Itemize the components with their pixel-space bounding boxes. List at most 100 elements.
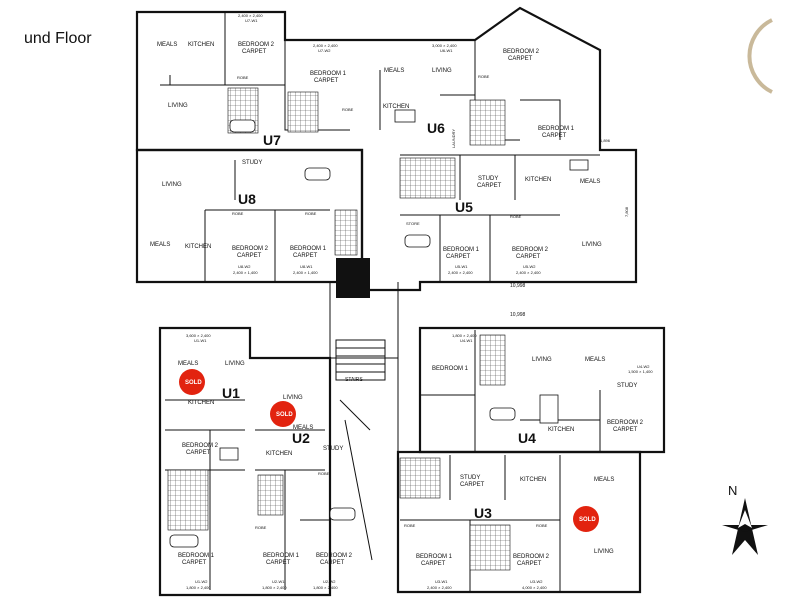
unit-label: U6 xyxy=(427,120,445,136)
tag-label: U4-W2 xyxy=(637,364,650,369)
room-label: BEDROOM 1 xyxy=(263,553,300,559)
room-label: MEALS xyxy=(178,361,198,367)
room-label: MEALS xyxy=(580,179,600,185)
tag-label: 3,000 × 2,400 xyxy=(432,43,457,48)
room-label: LIVING xyxy=(162,182,182,188)
room-label: CARPET xyxy=(186,450,211,456)
room-label: ROBE xyxy=(255,525,267,530)
tag-label: 4,000 × 2,400 xyxy=(522,585,547,590)
sold-label: SOLD xyxy=(276,412,293,418)
tag-label: 2,400 × 2,400 xyxy=(238,13,263,18)
room-label: MEALS xyxy=(157,42,177,48)
tag-label: 2,400 × 1,400 xyxy=(233,270,258,275)
room-label: BEDROOM 2 xyxy=(512,247,549,253)
room-label: LIVING xyxy=(283,395,303,401)
room-label: CARPET xyxy=(542,133,567,139)
unit-label: U3 xyxy=(474,505,492,521)
room-label: MEALS xyxy=(585,357,605,363)
tag-label: U3-W2 xyxy=(530,579,543,584)
room-label: BEDROOM 2 xyxy=(607,420,644,426)
tag-label: 3,600 × 2,400 xyxy=(186,333,211,338)
unit-label: U8 xyxy=(238,191,256,207)
room-label: CARPET xyxy=(421,561,446,567)
unit-label: U7 xyxy=(263,132,281,148)
dim-label-1: 10,998 xyxy=(510,283,526,289)
room-label: CARPET xyxy=(446,254,471,260)
room-label: LIVING xyxy=(594,549,614,555)
room-label: ROBE xyxy=(536,523,548,528)
room-label: BEDROOM 2 xyxy=(232,246,269,252)
unit-label: U2 xyxy=(292,430,310,446)
room-label: STUDY xyxy=(242,160,262,166)
tag-label: U6-W1 xyxy=(440,48,453,53)
tag-label: 2,400 × 2,400 xyxy=(427,585,452,590)
room-label: STUDY xyxy=(460,475,480,481)
sold-badge-u2 xyxy=(270,401,296,427)
tag-label: 1,800 × 2,400 xyxy=(452,333,477,338)
unit-labels: U7 U6 U8 U5 U1 U2 U4 U3 xyxy=(222,120,536,521)
room-label: MEALS xyxy=(594,477,614,483)
internal-walls xyxy=(160,12,601,592)
room-label: KITCHEN xyxy=(520,477,546,483)
sold-badge-u3 xyxy=(573,506,599,532)
room-label: BEDROOM 2 xyxy=(316,553,353,559)
tag-label: U1-W1 xyxy=(194,338,207,343)
room-label: CARPET xyxy=(314,78,339,84)
room-label: STORE xyxy=(406,221,420,226)
room-label: CARPET xyxy=(293,253,318,259)
tag-label: U7-W1 xyxy=(245,18,258,23)
room-label: KITCHEN xyxy=(188,400,214,406)
room-label: ROBE xyxy=(237,75,249,80)
room-label: MEALS xyxy=(150,242,170,248)
room-label: KITCHEN xyxy=(525,177,551,183)
room-label: CARPET xyxy=(516,254,541,260)
tag-label: 1,800 × 2,400 xyxy=(186,585,211,590)
tag-label: 1,800 × 2,400 xyxy=(313,585,338,590)
room-label: BEDROOM 1 xyxy=(178,553,215,559)
tag-label: 2,400 × 2,400 xyxy=(313,43,338,48)
room-label: BEDROOM 1 xyxy=(538,126,575,132)
tag-label: 2,400 × 1,400 xyxy=(293,270,318,275)
room-label: KITCHEN xyxy=(188,42,214,48)
room-label: CARPET xyxy=(320,560,345,566)
north-arrow: N xyxy=(722,483,768,555)
room-label: MEALS xyxy=(293,425,313,431)
room-label: LAUNDRY xyxy=(451,129,456,148)
tag-label: 1,800 × 2,400 xyxy=(262,585,287,590)
room-label: CARPET xyxy=(242,49,267,55)
unit-label: U5 xyxy=(455,199,473,215)
tag-label: U8-W2 xyxy=(238,264,251,269)
room-label: BEDROOM 2 xyxy=(513,554,550,560)
tag-label: U3-W1 xyxy=(435,579,448,584)
room-label: STUDY xyxy=(323,446,343,452)
sold-label: SOLD xyxy=(579,517,596,523)
room-label: KITCHEN xyxy=(548,427,574,433)
sold-badge-u1 xyxy=(179,369,205,395)
room-label: BEDROOM 1 xyxy=(432,366,469,372)
room-label: CARPET xyxy=(477,183,502,189)
logo-arc xyxy=(747,18,773,94)
room-label: CARPET xyxy=(613,427,638,433)
tag-label: 7,808 xyxy=(624,206,629,217)
room-label: ROBE xyxy=(510,214,522,219)
sold-label: SOLD xyxy=(185,380,202,386)
unit-label: U1 xyxy=(222,385,240,401)
room-label: BEDROOM 2 xyxy=(238,42,275,48)
room-label: LIVING xyxy=(582,242,602,248)
room-label: KITCHEN xyxy=(383,104,409,110)
room-label: MEALS xyxy=(384,68,404,74)
tag-label: U4-W1 xyxy=(460,338,473,343)
room-label: CARPET xyxy=(460,482,485,488)
room-label: KITCHEN xyxy=(185,244,211,250)
room-label: ROBE xyxy=(305,211,317,216)
room-label: BEDROOM 1 xyxy=(443,247,480,253)
dim-label-2: 10,998 xyxy=(510,312,526,318)
room-label: BEDROOM 1 xyxy=(416,554,453,560)
room-label: CARPET xyxy=(517,561,542,567)
fixtures xyxy=(219,109,589,461)
room-label: KITCHEN xyxy=(266,451,292,457)
tag-label: U2-W2 xyxy=(323,579,336,584)
core: STAIRS 10,998 10,998 xyxy=(335,258,526,561)
room-label: BEDROOM 1 xyxy=(310,71,347,77)
